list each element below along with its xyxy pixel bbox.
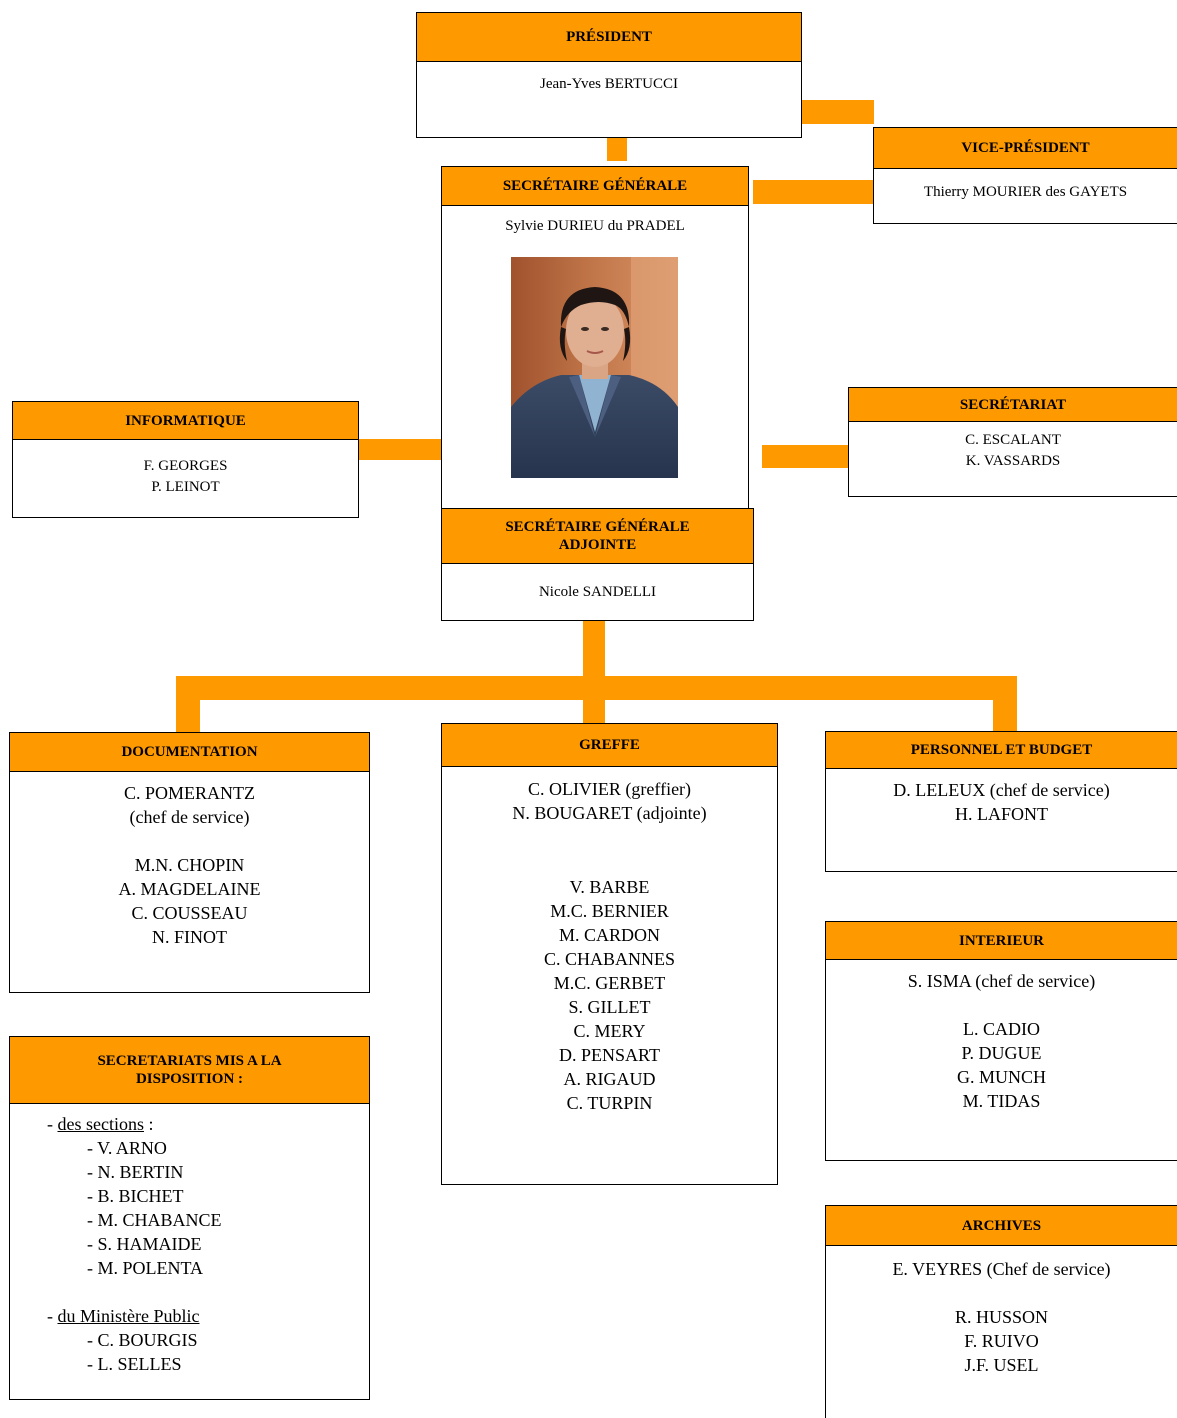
- informatique-box: INFORMATIQUE F. GEORGES P. LEINOT: [12, 401, 359, 518]
- adjointe-title-line2: ADJOINTE: [558, 537, 637, 553]
- personnel-member: D. LELEUX (chef de service): [893, 780, 1110, 800]
- archives-member: R. HUSSON: [954, 1307, 1049, 1327]
- greffe-title: GREFFE: [442, 724, 777, 767]
- section-member: - M. POLENTA: [87, 1258, 204, 1278]
- vice-president-title: VICE-PRÉSIDENT: [874, 128, 1177, 169]
- president-name: Jean-Yves BERTUCCI: [540, 76, 678, 92]
- adjointe-title: SECRÉTAIRE GÉNÉRALE ADJOINTE: [442, 509, 753, 564]
- vice-president-box: VICE-PRÉSIDENT Thierry MOURIER des GAYET…: [873, 127, 1177, 224]
- secretariats-mis-title-line2: DISPOSITION :: [135, 1071, 244, 1087]
- interieur-box: INTERIEUR S. ISMA (chef de service) L. C…: [825, 921, 1177, 1161]
- ministere-heading: - du Ministère Public: [47, 1304, 369, 1328]
- section-member: - M. CHABANCE: [87, 1210, 222, 1230]
- sections-label: des sections: [57, 1114, 144, 1134]
- secretariats-mis-title: SECRETARIATS MIS A LA DISPOSITION :: [10, 1037, 369, 1104]
- interieur-head: S. ISMA (chef de service): [907, 971, 1096, 991]
- president-box: PRÉSIDENT Jean-Yves BERTUCCI: [416, 12, 802, 138]
- section-member: - V. ARNO: [87, 1138, 167, 1158]
- ministere-member: - C. BOURGIS: [87, 1330, 198, 1350]
- documentation-member: C. COUSSEAU: [131, 903, 248, 923]
- greffe-member: A. RIGAUD: [563, 1069, 656, 1089]
- personnel-box: PERSONNEL ET BUDGET D. LELEUX (chef de s…: [825, 731, 1177, 872]
- secretaire-generale-name: Sylvie DURIEU du PRADEL: [505, 218, 685, 234]
- archives-member: J.F. USEL: [964, 1355, 1039, 1375]
- interieur-member: M. TIDAS: [962, 1091, 1041, 1111]
- greffe-member: C. TURPIN: [566, 1093, 653, 1113]
- connector-president-secretaire: [607, 138, 627, 161]
- greffe-member: M. CARDON: [558, 925, 660, 945]
- secretariat-box: SECRÉTARIAT C. ESCALANT K. VASSARDS: [848, 387, 1177, 497]
- secretariat-member: C. ESCALANT: [965, 432, 1061, 448]
- section-member: - S. HAMAIDE: [87, 1234, 202, 1254]
- connector-secretaire-vice: [753, 180, 873, 204]
- archives-member: F. RUIVO: [964, 1331, 1039, 1351]
- secretaire-generale-title: SECRÉTAIRE GÉNÉRALE: [442, 167, 748, 206]
- adjointe-name: Nicole SANDELLI: [538, 584, 657, 600]
- documentation-member: M.N. CHOPIN: [134, 855, 245, 875]
- interieur-title: INTERIEUR: [826, 922, 1177, 960]
- greffe-member: C. CHABANNES: [543, 949, 676, 969]
- connector-drop-personnel: [993, 700, 1017, 732]
- archives-box: ARCHIVES E. VEYRES (Chef de service) R. …: [825, 1205, 1177, 1418]
- secretariats-mis-box: SECRETARIATS MIS A LA DISPOSITION : - de…: [9, 1036, 370, 1400]
- adjointe-box: SECRÉTAIRE GÉNÉRALE ADJOINTE Nicole SAND…: [441, 508, 754, 621]
- president-title: PRÉSIDENT: [417, 13, 801, 62]
- interieur-member: G. MUNCH: [956, 1067, 1046, 1087]
- secretariat-member: K. VASSARDS: [965, 453, 1061, 469]
- secretariats-mis-title-line1: SECRETARIATS MIS A LA: [97, 1053, 282, 1069]
- documentation-box: DOCUMENTATION C. POMERANTZ (chef de serv…: [9, 732, 370, 993]
- informatique-member: F. GEORGES: [143, 458, 228, 474]
- informatique-title: INFORMATIQUE: [13, 402, 358, 440]
- documentation-head-name: C. POMERANTZ: [123, 783, 255, 803]
- ministere-prefix: -: [47, 1306, 58, 1326]
- greffe-member: V. BARBE: [569, 877, 650, 897]
- documentation-member: N. FINOT: [152, 927, 227, 947]
- sections-suffix: :: [143, 1114, 154, 1134]
- greffe-member: D. PENSART: [559, 1045, 660, 1065]
- sections-prefix: -: [47, 1114, 58, 1134]
- connector-drop-greffe: [583, 700, 605, 724]
- adjointe-title-line1: SECRÉTAIRE GÉNÉRALE: [505, 519, 690, 535]
- connector-horizontal-bus: [176, 676, 1017, 700]
- ministere-label: du Ministère Public: [57, 1306, 200, 1326]
- greffe-member: S. GILLET: [568, 997, 651, 1017]
- documentation-head-role: (chef de service): [129, 807, 250, 827]
- personnel-member: H. LAFONT: [955, 804, 1048, 824]
- greffe-box: GREFFE C. OLIVIER (greffier) N. BOUGARET…: [441, 723, 778, 1185]
- greffe-member: M.C. BERNIER: [550, 901, 669, 921]
- personnel-title: PERSONNEL ET BUDGET: [826, 732, 1177, 769]
- archives-head: E. VEYRES (Chef de service): [892, 1259, 1111, 1279]
- interieur-member: L. CADIO: [963, 1019, 1040, 1039]
- documentation-title: DOCUMENTATION: [10, 733, 369, 772]
- documentation-member: A. MAGDELAINE: [118, 879, 261, 899]
- greffe-head: N. BOUGARET (adjointe): [512, 803, 707, 823]
- connector-president-vice: [801, 100, 874, 124]
- vice-president-name: Thierry MOURIER des GAYETS: [923, 184, 1128, 200]
- interieur-member: P. DUGUE: [961, 1043, 1042, 1063]
- connector-informatique: [358, 439, 456, 460]
- section-member: - N. BERTIN: [87, 1162, 184, 1182]
- connector-secretariat: [762, 445, 849, 468]
- connector-adjointe-trunk: [583, 621, 605, 677]
- greffe-member: C. MERY: [573, 1021, 646, 1041]
- sections-heading: - des sections :: [47, 1112, 369, 1136]
- connector-drop-documentation: [176, 700, 200, 733]
- secretariat-title: SECRÉTARIAT: [849, 388, 1177, 422]
- greffe-member: M.C. GERBET: [553, 973, 666, 993]
- greffe-head: C. OLIVIER (greffier): [527, 779, 692, 799]
- portrait-photo: [511, 257, 678, 478]
- section-member: - B. BICHET: [87, 1186, 184, 1206]
- ministere-member: - L. SELLES: [87, 1354, 182, 1374]
- archives-title: ARCHIVES: [826, 1206, 1177, 1246]
- informatique-member: P. LEINOT: [151, 479, 220, 495]
